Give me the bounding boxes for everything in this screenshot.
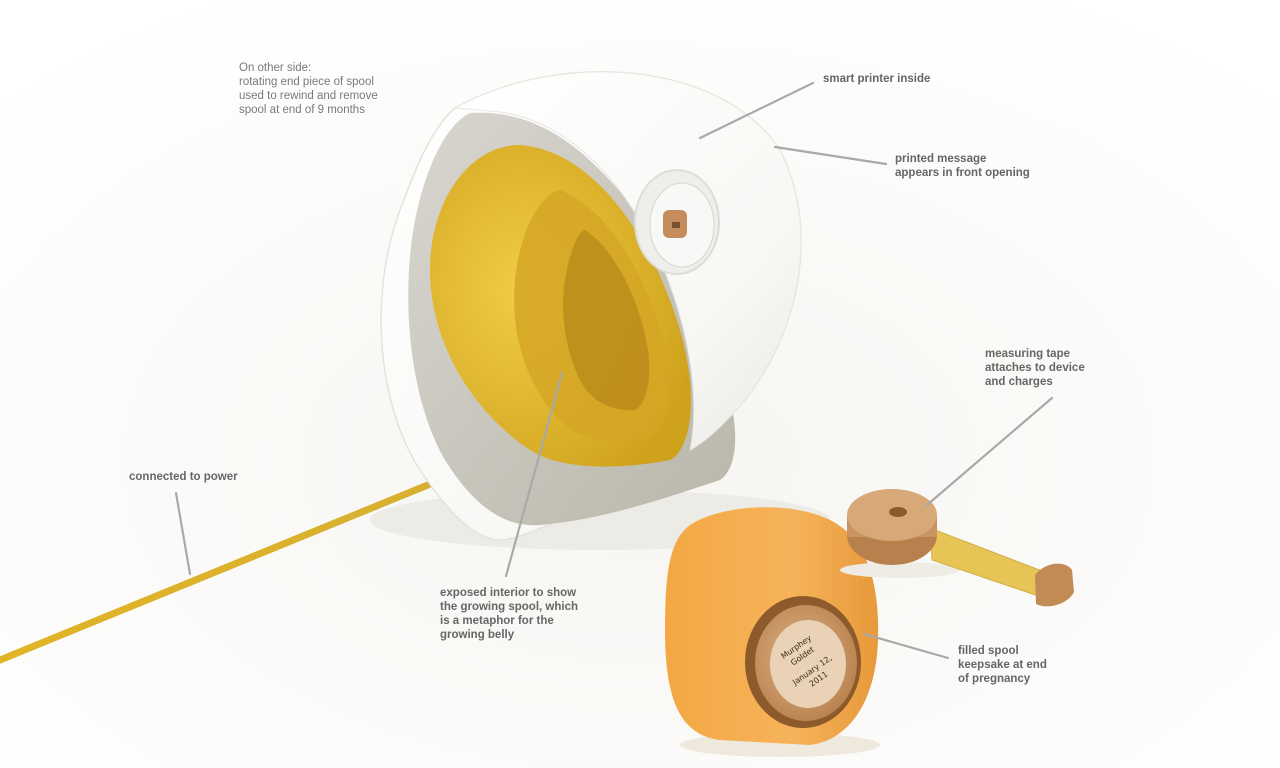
power-cord: [0, 476, 444, 664]
annotation-measuring-tape: measuring tape attaches to device and ch…: [985, 348, 1085, 388]
annotation-other-side: On other side: rotating end piece of spo…: [239, 62, 378, 116]
yellow-spool-core: [563, 230, 650, 411]
dome-front-lip: [453, 71, 802, 451]
printer-dome: [380, 71, 802, 541]
end-piece-slot: [672, 222, 680, 228]
leader-measuring-tape: [925, 396, 1054, 507]
tape-reel-hole: [889, 507, 907, 517]
annotation-connected-power: connected to power: [129, 471, 238, 483]
leader-printed-message: [773, 145, 888, 166]
leader-smart-printer: [698, 81, 815, 140]
annotation-printed-message: printed message appears in front opening: [895, 153, 1030, 179]
annotation-smart-printer: smart printer inside: [823, 73, 931, 85]
leader-lines: [174, 81, 1054, 660]
tape-shadow: [840, 562, 960, 578]
filled-spool-label-disc: [770, 620, 846, 708]
annotation-exposed-interior: exposed interior to show the growing spo…: [440, 587, 578, 641]
leader-exposed-interior: [504, 371, 564, 578]
annotation-filled-spool: filled spool keepsake at end of pregnanc…: [958, 645, 1047, 685]
measuring-tape: [840, 489, 1074, 607]
tape-end-clip: [1035, 563, 1074, 607]
leader-connected-power: [174, 491, 192, 576]
leader-filled-spool: [862, 632, 950, 660]
filled-spool: Murphey Goldet January 12, 2011: [665, 507, 880, 757]
